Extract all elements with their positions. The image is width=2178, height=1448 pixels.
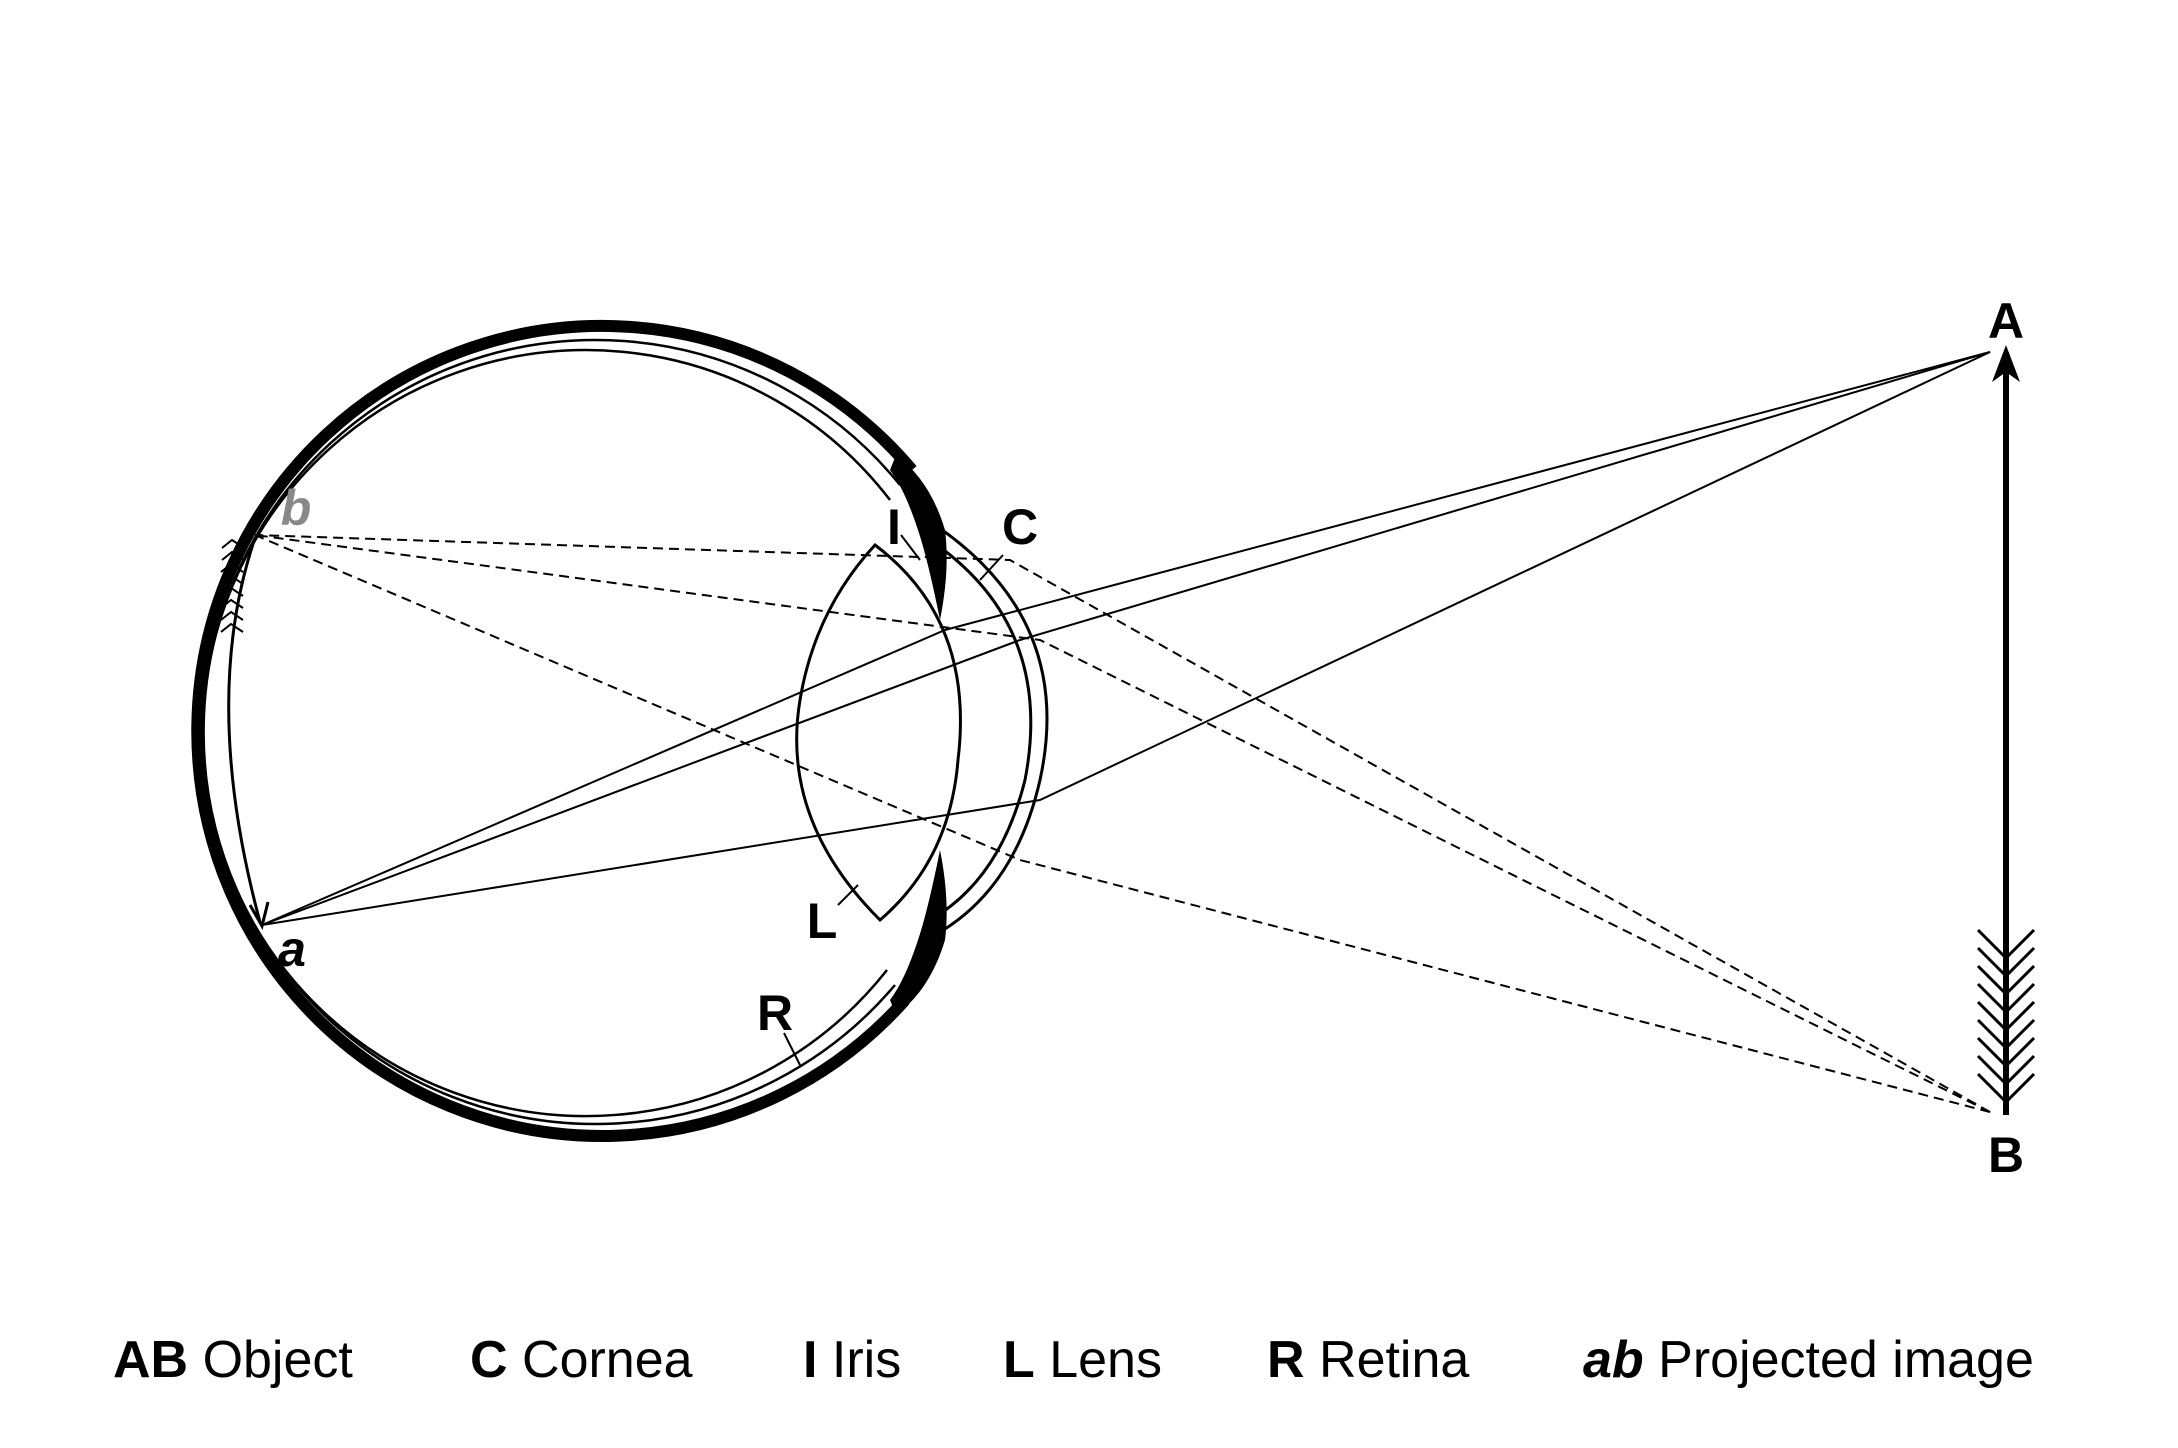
legend-text: Projected image: [1658, 1331, 2034, 1389]
label-L: L: [807, 893, 838, 949]
legend-item-cornea: C Cornea: [470, 1330, 693, 1390]
legend-item-object: AB Object: [113, 1330, 353, 1390]
legend-item-retina: R Retina: [1267, 1330, 1469, 1390]
sclera: [191, 319, 917, 1142]
label-I: I: [887, 499, 901, 555]
iris-upper: [890, 455, 947, 620]
legend-text: Object: [202, 1331, 353, 1389]
cornea-inner: [929, 538, 1033, 922]
label-C: C: [1002, 499, 1038, 555]
legend-key: I: [803, 1331, 818, 1389]
legend-text: Iris: [831, 1331, 902, 1389]
lens: [795, 542, 962, 923]
rays-from-A: [261, 351, 1991, 926]
label-R: R: [757, 985, 793, 1041]
rays-from-B: [254, 534, 1991, 1113]
cornea-outer: [934, 523, 1049, 937]
legend-key: L: [1003, 1331, 1035, 1389]
legend-item-lens: L Lens: [1003, 1330, 1162, 1390]
object-arrow: [1976, 345, 2036, 1115]
legend-text: Retina: [1319, 1331, 1470, 1389]
legend-key: ab: [1583, 1331, 1644, 1389]
legend-text: Lens: [1049, 1331, 1162, 1389]
legend-item-iris: I Iris: [803, 1330, 901, 1390]
label-leaders: [783, 534, 1004, 1066]
label-b: b: [281, 480, 312, 536]
projected-image-arrow: [220, 537, 270, 930]
legend-text: Cornea: [522, 1331, 693, 1389]
retina-line-inner: [201, 348, 891, 1118]
legend-key: C: [470, 1331, 508, 1389]
legend-key: AB: [113, 1331, 189, 1389]
legend-item-projected-image: ab Projected image: [1583, 1330, 2034, 1390]
legend-key: R: [1267, 1331, 1305, 1389]
iris-lower: [890, 850, 947, 1015]
label-B: B: [1988, 1127, 2024, 1183]
legend: AB Object C Cornea I Iris L Lens R Retin…: [0, 1330, 2178, 1410]
label-A: A: [1988, 293, 2024, 349]
label-a: a: [278, 921, 306, 977]
